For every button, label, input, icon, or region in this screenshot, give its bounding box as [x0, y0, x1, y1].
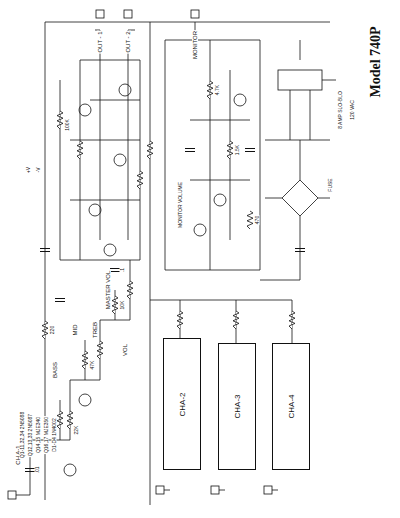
channel-box: CHA-4 — [272, 343, 310, 470]
schematic-label: Q1-11,32,34 2N5088 — [20, 411, 25, 459]
transformer-core — [278, 70, 322, 90]
channel-box: CHA-3 — [218, 343, 256, 470]
resistor-symbol — [207, 81, 213, 99]
schematic-label: 22K — [74, 425, 79, 436]
transistor-symbol — [119, 84, 131, 96]
schematic-label: Q14,15 MJE340 — [36, 416, 41, 454]
monitor-amp-wire — [165, 22, 260, 270]
resistor-symbol — [137, 171, 143, 189]
resistor-symbol — [97, 341, 103, 359]
jack-symbol — [124, 10, 132, 18]
capacitor-symbol — [55, 299, 65, 302]
resistor-symbol — [57, 111, 63, 129]
schematic-label: Q16,17 MJE350 — [44, 416, 49, 454]
schematic-label: 10K — [120, 300, 125, 311]
transistor-symbol — [89, 204, 101, 216]
jack-symbol — [191, 10, 199, 18]
channel-label: CHA-2 — [177, 392, 186, 416]
capacitor-symbol — [110, 269, 120, 272]
preamp-wire — [12, 260, 130, 495]
jack-symbol — [264, 486, 272, 494]
schematic-label: MASTER VOL — [105, 270, 111, 311]
resistor-symbol — [247, 211, 253, 229]
schematic-label: .1 — [120, 267, 125, 273]
schematic-label: MONITOR VOLUME — [178, 181, 183, 229]
jack-symbol — [156, 486, 164, 494]
resistor-symbol — [67, 411, 73, 429]
schematic-label: 1.5K — [235, 144, 240, 156]
schematic-label: MONITOR — [192, 30, 198, 60]
wire-set — [12, 22, 330, 505]
resistor-symbol — [233, 311, 239, 329]
transistor-symbol — [194, 224, 206, 236]
capacitor-symbol — [25, 469, 35, 472]
transformer-lead — [300, 40, 336, 80]
schematic-label: 470 — [255, 215, 260, 225]
schematic-label: 100K — [65, 118, 70, 132]
schematic-label: 47K — [90, 360, 95, 371]
schematic-label: 8 AMP SLO-BLO — [338, 90, 343, 130]
transformer-symbol — [278, 40, 336, 90]
channel-label: CHA-3 — [232, 394, 241, 418]
schematic-label: TREB — [92, 321, 98, 339]
schematic-label: BASS — [52, 361, 58, 379]
capacitor-symbol — [245, 149, 255, 152]
schematic-label: 4.7K — [215, 84, 220, 96]
transistor-symbol — [104, 244, 116, 256]
schematic-label: .01 — [35, 466, 40, 475]
resistor-symbol — [57, 411, 63, 429]
transistor-symbol — [234, 94, 246, 106]
transistor-symbol — [214, 194, 226, 206]
schematic-label: VOL — [122, 343, 128, 357]
power-amp-wire — [60, 30, 140, 260]
resistor-symbol — [227, 141, 233, 159]
resistor-symbol — [127, 281, 133, 299]
channel-label: CHA-4 — [286, 394, 295, 418]
resistor-symbol — [289, 311, 295, 329]
transistor-symbol — [79, 394, 91, 406]
schematic-label: MID — [72, 324, 78, 337]
schematic-label: -V — [36, 167, 41, 174]
transistor-symbol — [114, 154, 126, 166]
power-supply-wire — [260, 90, 330, 280]
resistor-symbol — [82, 351, 88, 369]
schematic-label: Q12,13,33 2N5087 — [28, 413, 33, 457]
resistor-symbol — [42, 321, 48, 339]
channel-box: CHA-2 — [163, 338, 201, 470]
schematic-label: 220 — [50, 325, 55, 335]
transistor-symbol — [79, 104, 91, 116]
schematic-label: D1-D4 1N4002 — [52, 417, 57, 452]
transistor-symbol — [64, 464, 76, 476]
resistor-symbol — [177, 311, 183, 329]
schematic-label: OUT - 1 — [97, 30, 103, 53]
model-title: Model 740P — [368, 26, 384, 97]
resistor-symbol — [112, 296, 118, 314]
schematic-label: 120 VAC — [350, 99, 355, 121]
jack-symbol — [8, 491, 16, 499]
resistor-symbol — [147, 141, 153, 159]
bus-wire — [45, 22, 330, 505]
capacitor-symbol — [185, 149, 195, 152]
jack-symbol — [211, 486, 219, 494]
jack-symbol — [96, 10, 104, 18]
capacitor-symbol — [295, 249, 305, 252]
schematic-label: OUT - 2 — [125, 30, 131, 53]
schematic-label: +V — [26, 166, 31, 174]
resistor-symbol — [77, 141, 83, 159]
schematic-label: FUSE — [328, 177, 333, 192]
capacitor-symbol — [40, 249, 50, 252]
